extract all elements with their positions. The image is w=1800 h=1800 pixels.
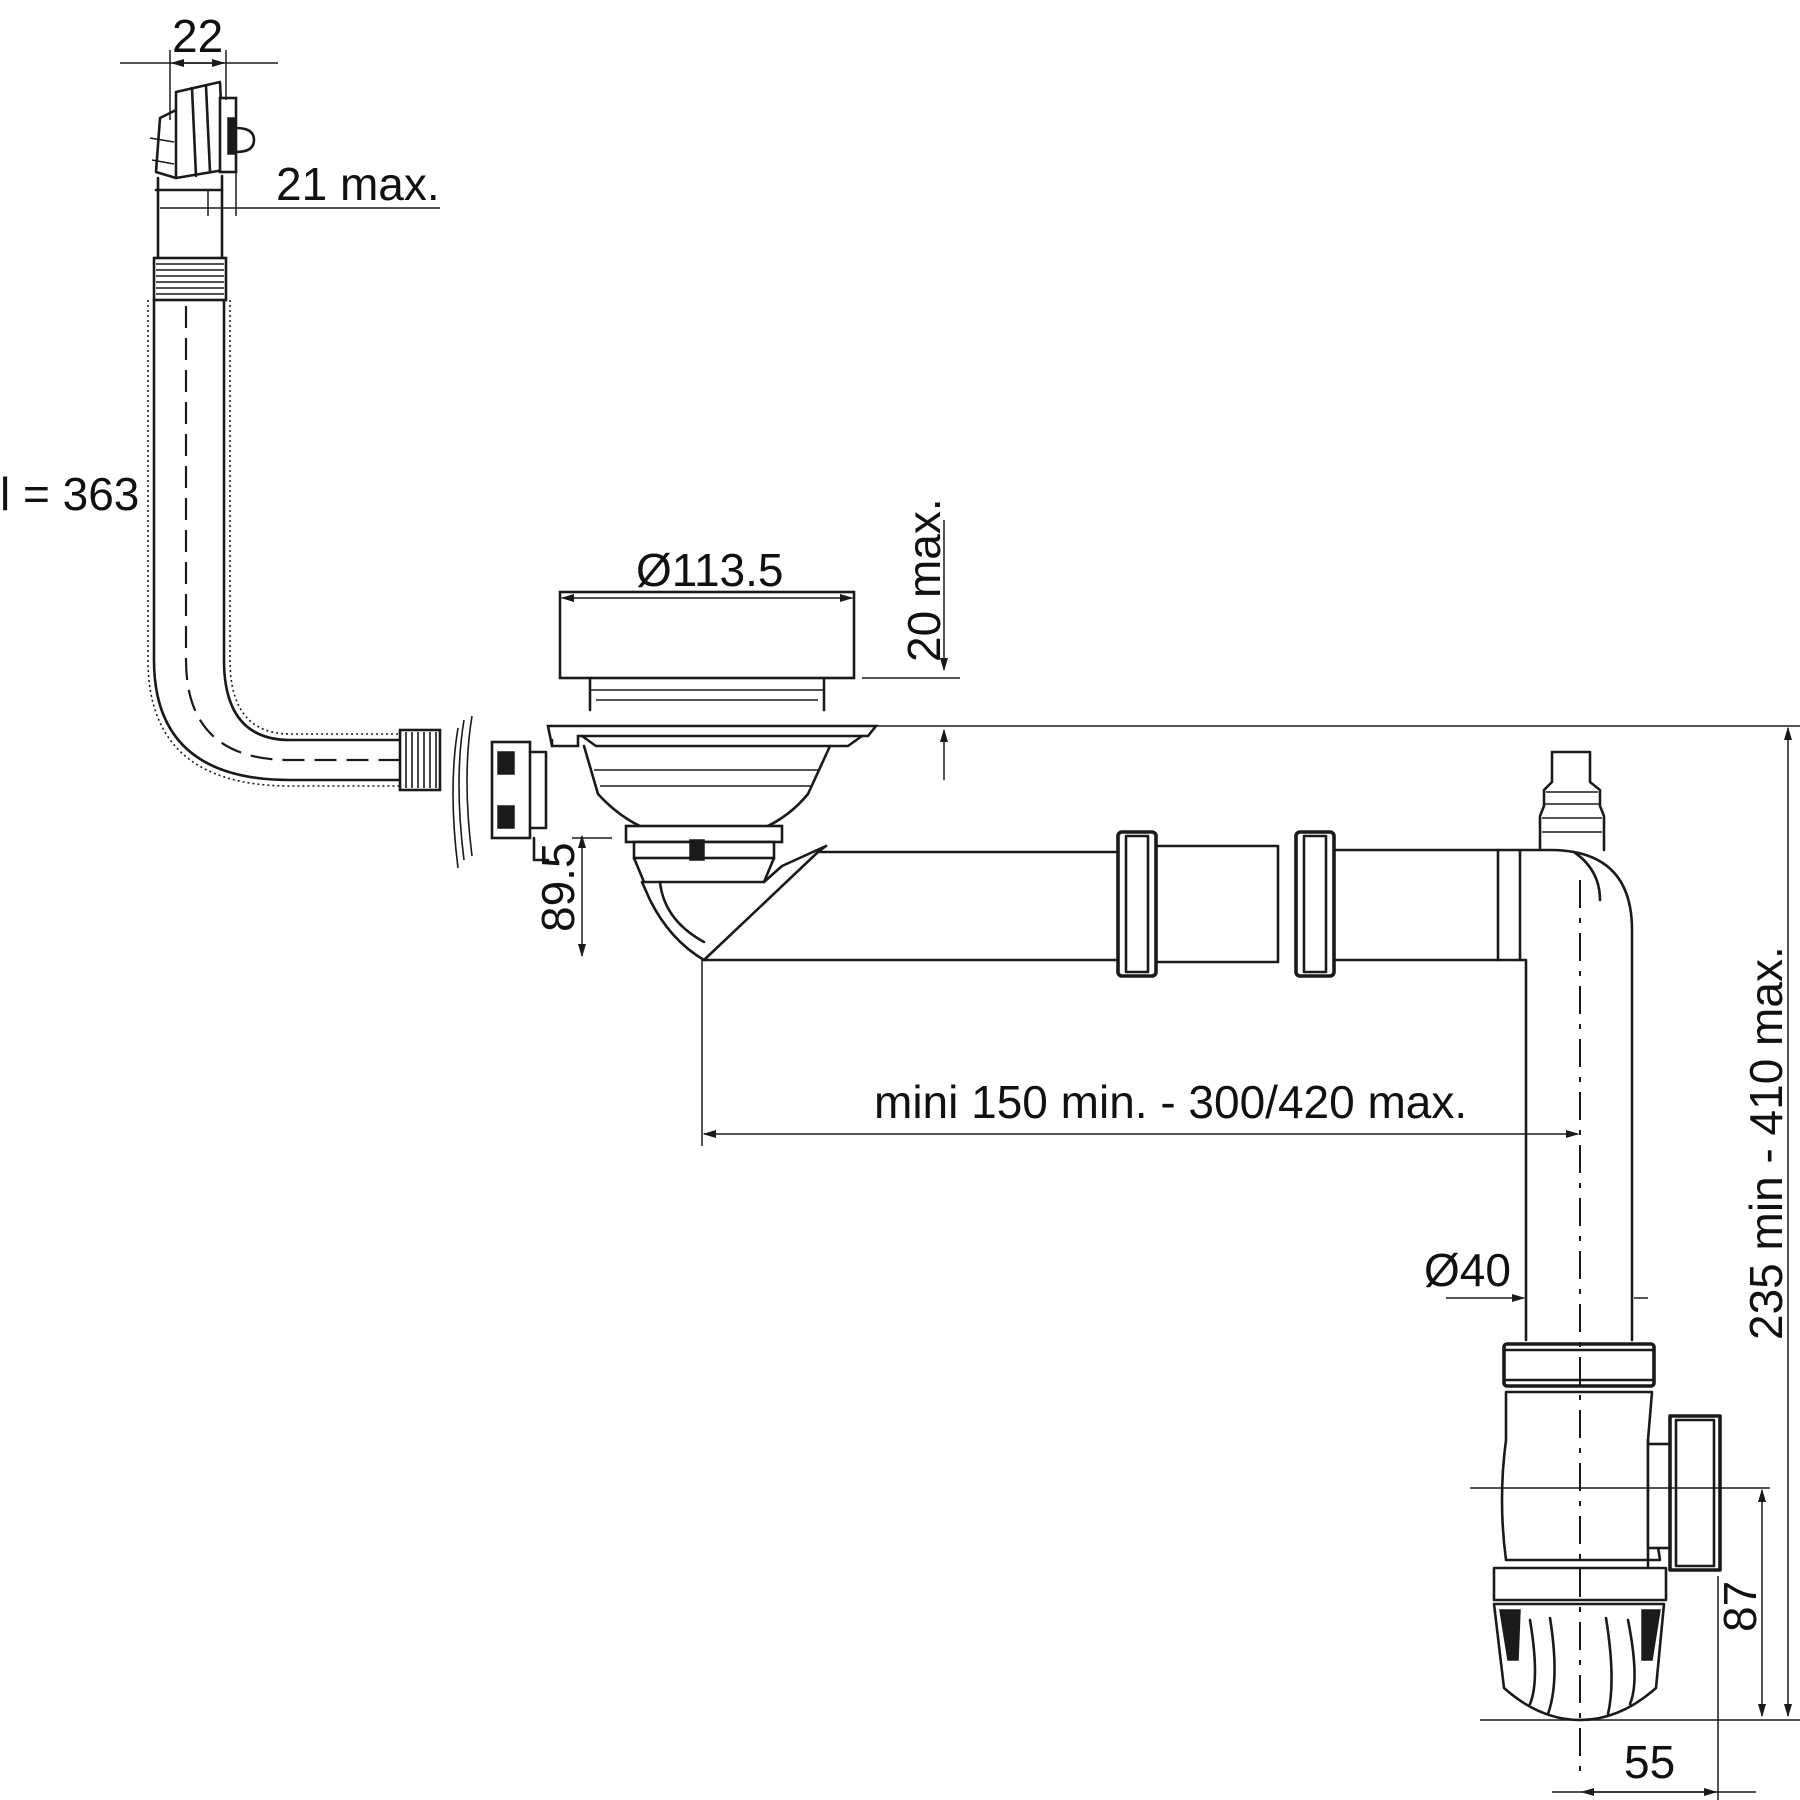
label-horizontal-reach: mini 150 min. - 300/420 max. [874, 1076, 1467, 1128]
hose-connector [452, 715, 550, 869]
label-trap-height: 87 [1714, 1581, 1766, 1632]
dim-rim-height: 20 max. [862, 498, 960, 780]
label-strainer-diameter: Ø113.5 [636, 544, 783, 596]
horizontal-pipe [702, 830, 1522, 978]
dim-trap-height: 87 [1470, 1487, 1770, 1718]
bottle-trap [1492, 1342, 1722, 1722]
overflow-head [149, 80, 256, 260]
strainer-basket [546, 590, 879, 962]
dim-overflow-depth: 21 max. [160, 158, 440, 216]
vertical-pipe [1518, 848, 1634, 1780]
label-pipe-diameter: Ø40 [1424, 1244, 1511, 1296]
label-overflow-width: 22 [172, 10, 223, 62]
dishwasher-inlet [1538, 750, 1606, 902]
dim-trap-width: 55 [1552, 1576, 1756, 1800]
label-trap-width: 55 [1624, 1736, 1675, 1788]
dim-strainer-diameter: Ø113.5 [560, 544, 854, 603]
dim-horizontal-reach: mini 150 min. - 300/420 max. [701, 960, 1580, 1146]
label-hose-length: l = 363 [0, 468, 139, 520]
dim-overflow-width: 22 [120, 10, 278, 120]
label-overflow-depth: 21 max. [276, 158, 440, 210]
label-rim-height: 20 max. [898, 498, 950, 662]
dim-outlet-height: 89.5 [532, 834, 612, 958]
label-outlet-height: 89.5 [532, 842, 584, 932]
dim-total-height: 235 min - 410 max. [1480, 726, 1800, 1721]
label-total-height: 235 min - 410 max. [1740, 946, 1792, 1340]
dim-pipe-diameter: Ø40 [1424, 1244, 1648, 1303]
overflow-hose [147, 256, 442, 792]
dim-hose-length: l = 363 [0, 468, 139, 520]
